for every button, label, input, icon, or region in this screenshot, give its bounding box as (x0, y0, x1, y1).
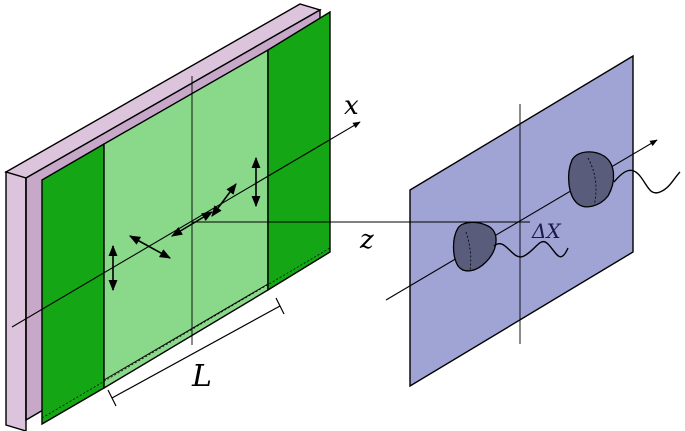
x-axis-label: x (344, 91, 359, 121)
wave-packet-left (452, 221, 569, 272)
diagonal-double-arrow-center (171, 211, 213, 237)
left-dark-green-strip (41, 142, 105, 426)
length-label: L (191, 359, 212, 394)
detection-screen (409, 54, 634, 388)
oscillation-arrows (108, 156, 261, 292)
diagonal-double-arrow-right (211, 183, 237, 217)
diagonal-double-arrow-left (129, 235, 171, 259)
substrate-front-face (5, 171, 27, 431)
z-axis-label: z (359, 225, 374, 255)
right-dark-green-strip (267, 10, 331, 292)
left-packet-wave (493, 240, 569, 258)
center-light-green-region (103, 48, 269, 390)
right-packet-wave (613, 169, 681, 194)
left-packet-blob (452, 221, 497, 272)
length-dimension-bracket (107, 297, 285, 407)
green-layer (41, 10, 331, 426)
right-packet-blob (567, 151, 615, 208)
separation-label: ΔX (531, 219, 561, 243)
wave-packet-right (567, 151, 681, 208)
